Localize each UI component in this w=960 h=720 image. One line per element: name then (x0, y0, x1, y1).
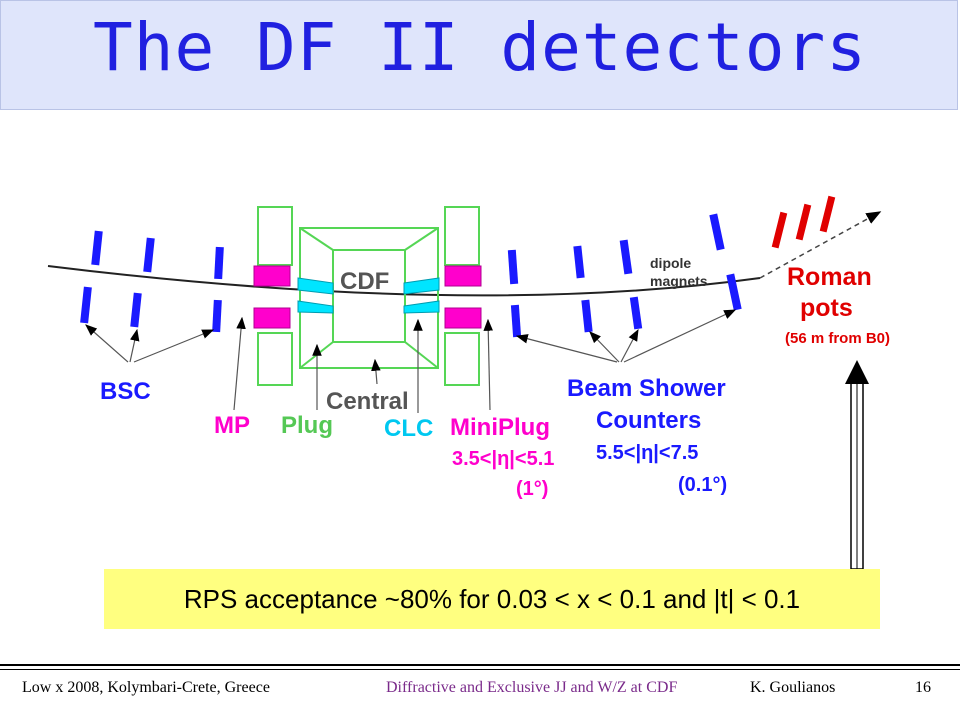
beam-line (47, 265, 761, 297)
pointer-lines (85, 309, 737, 413)
miniplug-eta-range: 3.5<|η|<5.1 (452, 448, 554, 470)
beam-line-extension (759, 211, 882, 279)
dipole-label-line2: magnets (650, 273, 708, 289)
clc-label: CLC (384, 415, 433, 442)
title-banner: The DF II detectors (0, 0, 958, 110)
clc-blocks (297, 277, 440, 314)
footer-divider-thin (0, 669, 960, 670)
miniplug-angle: (1°) (516, 478, 548, 500)
roman-pots-distance: (56 m from B0) (785, 330, 890, 347)
mp-label: MP (214, 412, 250, 439)
miniplug-label: MiniPlug (450, 414, 550, 441)
dipole-label-line1: dipole (650, 255, 691, 271)
acceptance-note: RPS acceptance ~80% for 0.03 < x < 0.1 a… (183, 583, 801, 614)
bsc-full-label-line1: Beam Shower (567, 375, 726, 402)
cdf-label: CDF (340, 268, 389, 295)
footer-author: K. Goulianos (750, 679, 836, 696)
plug-label: Plug (281, 412, 333, 439)
footer-divider-thick (0, 664, 960, 666)
bsc-angle: (0.1°) (678, 474, 727, 496)
footer-page-number: 16 (915, 679, 931, 696)
bsc-full-label-line2: Counters (596, 407, 701, 434)
roman-pots-label-line2: pots (800, 294, 853, 322)
slide-title: The DF II detectors (93, 9, 867, 86)
footer-conference: Low x 2008, Kolymbari-Crete, Greece (22, 679, 270, 696)
roman-pots-label-line1: Roman (787, 263, 872, 291)
miniplug-blocks (253, 265, 482, 329)
acceptance-note-box: RPS acceptance ~80% for 0.03 < x < 0.1 a… (104, 569, 880, 629)
central-label: Central (326, 388, 409, 415)
bsc-eta-range: 5.5<|η|<7.5 (596, 442, 698, 464)
roman-pots (771, 195, 836, 249)
roman-pots-arrow (845, 360, 869, 570)
bsc-label: BSC (100, 378, 151, 405)
bsc-counters-left (80, 230, 224, 333)
footer-talk-title: Diffractive and Exclusive JJ and W/Z at … (386, 679, 678, 696)
bsc-counters-right (507, 213, 742, 338)
